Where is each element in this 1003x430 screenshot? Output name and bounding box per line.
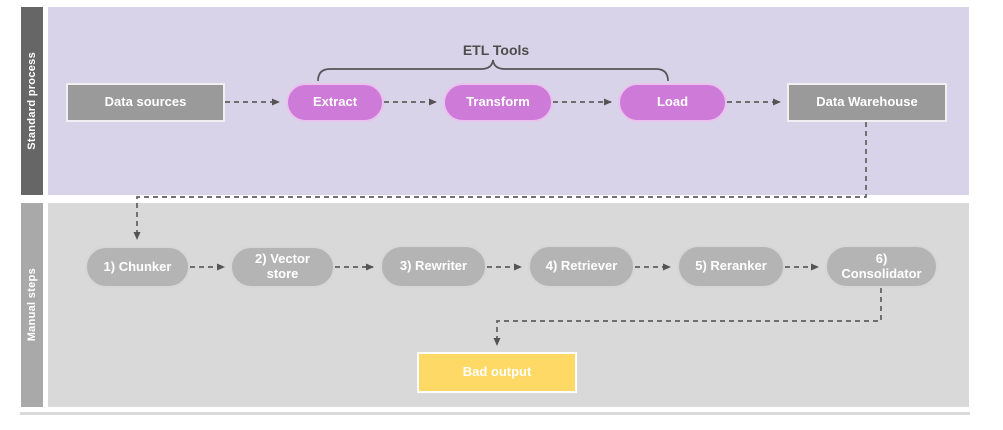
node-bad-output: Bad output — [417, 352, 577, 393]
lane-label-manual-steps: Manual steps — [21, 203, 43, 407]
lane-label-manual-steps-text: Manual steps — [26, 268, 38, 342]
node-chunker: 1) Chunker — [85, 246, 190, 288]
node-extract: Extract — [286, 83, 384, 122]
lane-label-standard-process: Standard process — [21, 7, 43, 195]
node-vector-store: 2) Vector store — [230, 246, 335, 288]
bottom-divider-line — [20, 412, 970, 415]
node-retriever: 4) Retriever — [528, 245, 635, 288]
node-load: Load — [618, 83, 727, 122]
node-data-warehouse: Data Warehouse — [787, 83, 947, 122]
etl-tools-label: ETL Tools — [462, 42, 530, 58]
lane-label-standard-process-text: Standard process — [26, 52, 38, 150]
node-transform: Transform — [443, 83, 553, 122]
node-reranker: 5) Reranker — [677, 245, 785, 288]
node-data-sources: Data sources — [66, 83, 225, 122]
node-rewriter: 3) Rewriter — [380, 245, 487, 288]
node-consolidator: 6) Consolidator — [825, 245, 938, 288]
